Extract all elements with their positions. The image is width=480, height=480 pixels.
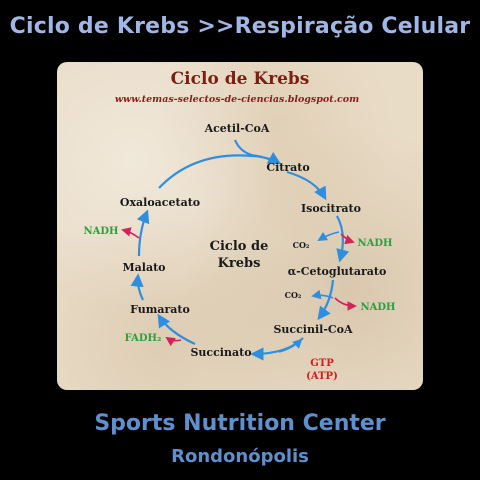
diagram-source: www.temas-selectos-de-ciencias.blogspot.… (115, 94, 359, 105)
arrow-succinato-to-fumarato (157, 313, 196, 345)
arrow-gtp (278, 338, 303, 353)
arrow-isocitrato-to-cetoglutarato (336, 215, 350, 263)
page-title: Ciclo de Krebs >>Respiração Celular (9, 14, 471, 39)
arrow-malato-to-oxaloacetato (136, 209, 150, 257)
byproduct-nadh-3: NADH (83, 226, 118, 237)
node-citrato: Citrato (266, 161, 309, 174)
node-acetil-coa: Acetil-CoA (204, 122, 270, 135)
footer-city: Rondonópolis (171, 446, 309, 467)
byproduct-co2-1: CO₂ (293, 240, 310, 250)
byproduct-nadh-1: NADH (357, 238, 392, 249)
arrow-nadh-1 (340, 233, 355, 245)
node-cetoglutarato: α-Cetoglutarato (288, 265, 387, 278)
node-oxaloacetato: Oxaloacetato (120, 196, 200, 209)
arrow-cetoglutarato-to-succinil-coa (317, 279, 335, 321)
node-fumarato: Fumarato (130, 303, 190, 316)
byproduct-fadh2: FADH₂ (125, 333, 162, 344)
byproduct-gtp: GTP (310, 358, 334, 369)
arrow-nadh-3 (121, 227, 140, 239)
arrow-citrato-to-isocitrato (286, 170, 327, 201)
diagram-canvas: Ciclo de Krebs www.temas-selectos-de-cie… (83, 69, 395, 382)
node-isocitrato: Isocitrato (301, 202, 361, 215)
byproduct-nadh-2: NADH (360, 302, 395, 313)
arrow-acetil-coa-to-citrato (233, 139, 282, 165)
byproduct-co2-2: CO₂ (285, 290, 302, 300)
arrow-nadh-2 (334, 297, 357, 311)
arrow-co2-2 (311, 289, 334, 300)
node-succinil-coa: Succinil-CoA (273, 323, 353, 336)
arrow-fumarato-to-malato (130, 273, 144, 301)
diagram-title: Ciclo de Krebs (171, 69, 310, 89)
footer-brand: Sports Nutrition Center (94, 411, 386, 436)
byproduct-atp: (ATP) (306, 371, 338, 382)
node-succinato: Succinato (190, 346, 251, 359)
arrow-co2-1 (317, 231, 340, 241)
node-malato: Malato (122, 261, 165, 274)
arrow-oxaloacetato-to-citrato (158, 154, 263, 189)
arrow-succinil-coa-to-succinato (250, 337, 304, 361)
krebs-cycle-diagram: Ciclo de Krebs www.temas-selectos-de-cie… (57, 62, 423, 390)
arrow-fadh2 (165, 336, 182, 347)
center-label-line2: Krebs (218, 256, 261, 271)
center-label-line1: Ciclo de (210, 239, 269, 254)
